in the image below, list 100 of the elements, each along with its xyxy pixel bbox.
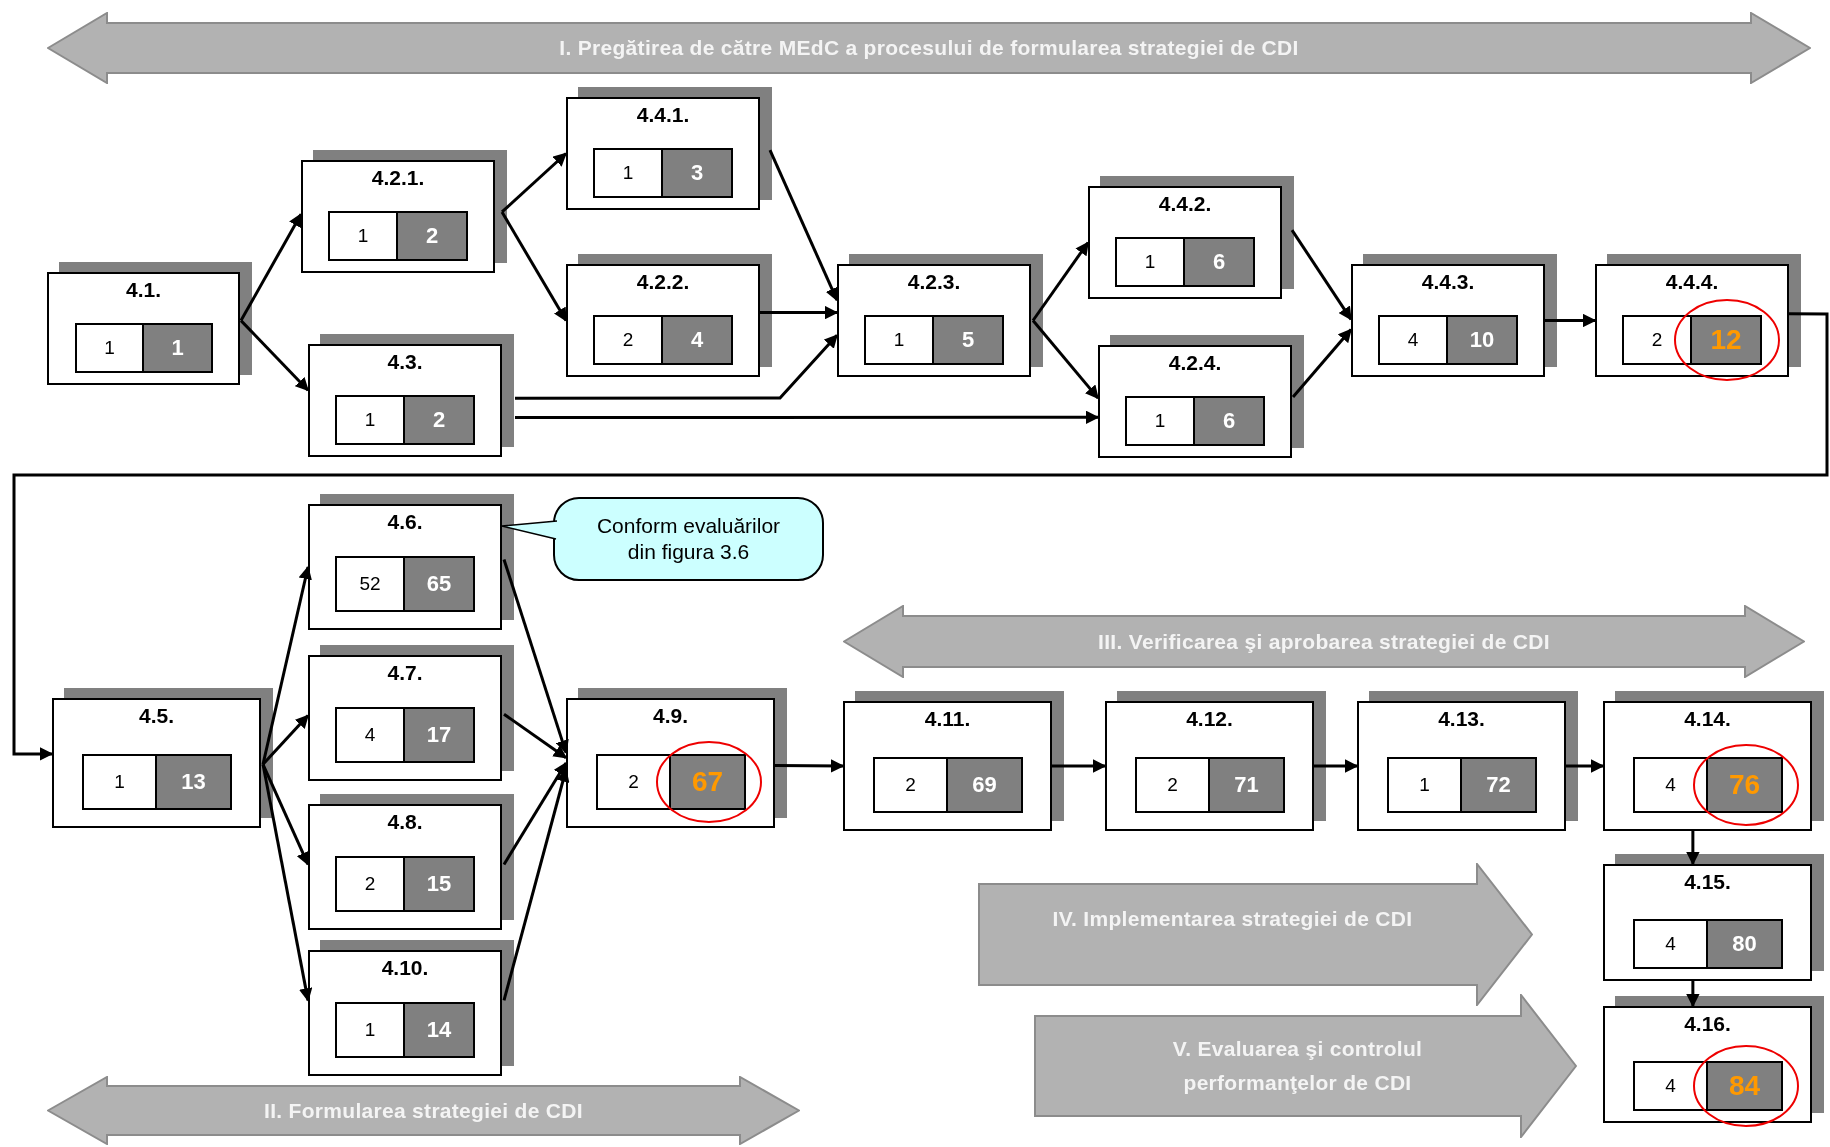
cumulative-time-cell: 14 xyxy=(405,1002,475,1058)
task-number: 4.11. xyxy=(923,707,972,731)
duration-cell: 1 xyxy=(1125,396,1195,446)
duration-cell: 1 xyxy=(82,754,157,810)
duration-cell: 4 xyxy=(335,707,405,763)
task-card xyxy=(1105,691,1326,831)
arrow xyxy=(1566,759,1605,773)
arrow xyxy=(500,211,568,322)
phase-label: II. Formularea strategiei de CDI xyxy=(263,1097,584,1124)
duration-cell: 1 xyxy=(1115,237,1185,287)
duration-cell: 2 xyxy=(593,315,663,365)
cumulative-time-cell: 6 xyxy=(1195,396,1265,446)
arrow xyxy=(1545,313,1597,328)
task-card xyxy=(566,87,772,210)
cumulative-time-cell: 72 xyxy=(1462,757,1537,813)
task-number: 4.10. xyxy=(380,956,430,980)
callout-text: Conform evaluărilor din figura 3.6 xyxy=(595,513,782,565)
arrow xyxy=(239,213,303,322)
arrow xyxy=(239,319,310,392)
cumulative-time-cell: 10 xyxy=(1448,315,1518,365)
arrow xyxy=(1314,759,1359,773)
arrow xyxy=(775,759,845,773)
arrow xyxy=(515,410,1100,425)
arrow xyxy=(1031,319,1100,400)
task-number: 4.15. xyxy=(1683,870,1732,894)
phase-label: IV. Implementarea strategiei de CDI xyxy=(1051,906,1414,932)
duration-cell: 52 xyxy=(335,556,405,612)
arrow xyxy=(1052,759,1107,773)
arrow xyxy=(261,714,310,766)
task-number: 4.2.3. xyxy=(906,270,962,294)
task-card xyxy=(566,254,772,377)
cumulative-time-cell: 2 xyxy=(405,395,475,445)
arrow xyxy=(503,713,568,760)
task-number: 4.4.2. xyxy=(1157,192,1213,216)
task-card xyxy=(1098,335,1304,458)
arrow xyxy=(1291,328,1353,398)
duration-cell: 1 xyxy=(335,1002,405,1058)
phase-label: V. Evaluarea şi controlul performanţelor de CDI xyxy=(1171,1036,1424,1096)
task-number: 4.3. xyxy=(386,350,424,374)
duration-cell: 1 xyxy=(75,323,144,373)
task-card xyxy=(1603,854,1824,981)
task-card xyxy=(1351,254,1557,377)
task-card xyxy=(308,645,514,781)
task-number: 4.16. xyxy=(1683,1012,1732,1036)
duration-cell: 2 xyxy=(1622,315,1692,365)
arrow xyxy=(768,149,839,302)
cumulative-time-cell: 76 xyxy=(1708,757,1783,813)
task-card xyxy=(1603,691,1824,831)
cumulative-time-cell: 67 xyxy=(671,754,746,810)
phase-label: I. Pregătirea de către MEdC a procesului de formularea strategiei de CDI xyxy=(558,35,1300,61)
cumulative-time-cell: 3 xyxy=(663,148,733,198)
duration-cell: 2 xyxy=(873,757,948,813)
task-number: 4.4.3. xyxy=(1420,270,1476,294)
cumulative-time-cell: 13 xyxy=(157,754,232,810)
duration-cell: 1 xyxy=(864,315,934,365)
cumulative-time-cell: 80 xyxy=(1708,919,1783,969)
task-card xyxy=(301,150,507,273)
arrow xyxy=(1686,981,1700,1008)
duration-cell: 1 xyxy=(328,211,398,261)
task-number: 4.6. xyxy=(386,510,424,534)
duration-cell: 1 xyxy=(335,395,405,445)
task-number: 4.4.1. xyxy=(635,103,691,127)
arrow xyxy=(760,305,839,320)
task-card xyxy=(566,688,787,828)
task-card xyxy=(308,494,514,630)
duration-cell: 2 xyxy=(596,754,671,810)
duration-cell: 4 xyxy=(1633,919,1708,969)
arrow xyxy=(502,761,568,866)
task-card xyxy=(308,940,514,1076)
task-number: 4.9. xyxy=(652,704,689,728)
duration-cell: 4 xyxy=(1633,1061,1708,1111)
duration-cell: 1 xyxy=(593,148,663,198)
task-card xyxy=(1357,691,1578,831)
arrow xyxy=(1686,831,1700,866)
cumulative-time-cell: 69 xyxy=(948,757,1023,813)
arrow xyxy=(12,312,1829,761)
cumulative-time-cell: 65 xyxy=(405,556,475,612)
arrow xyxy=(1031,241,1090,322)
task-card xyxy=(837,254,1043,377)
duration-cell: 2 xyxy=(335,856,405,912)
cumulative-time-cell: 71 xyxy=(1210,757,1285,813)
task-number: 4.1. xyxy=(125,278,162,302)
cumulative-time-cell: 4 xyxy=(663,315,733,365)
duration-cell: 4 xyxy=(1378,315,1448,365)
cumulative-time-cell: 15 xyxy=(405,856,475,912)
task-card xyxy=(1088,176,1294,299)
duration-cell: 2 xyxy=(1135,757,1210,813)
task-number: 4.8. xyxy=(386,810,424,834)
cumulative-time-cell: 5 xyxy=(934,315,1004,365)
arrow xyxy=(1290,229,1353,321)
task-number: 4.13. xyxy=(1437,707,1486,731)
cumulative-time-cell: 12 xyxy=(1692,315,1762,365)
duration-cell: 1 xyxy=(1387,757,1462,813)
task-card xyxy=(52,688,273,828)
cumulative-time-cell: 84 xyxy=(1708,1061,1783,1111)
task-card xyxy=(308,334,514,457)
callout-pointer xyxy=(501,520,558,540)
task-number: 4.12. xyxy=(1185,707,1234,731)
task-number: 4.2.1. xyxy=(370,166,426,190)
cumulative-time-cell: 17 xyxy=(405,707,475,763)
